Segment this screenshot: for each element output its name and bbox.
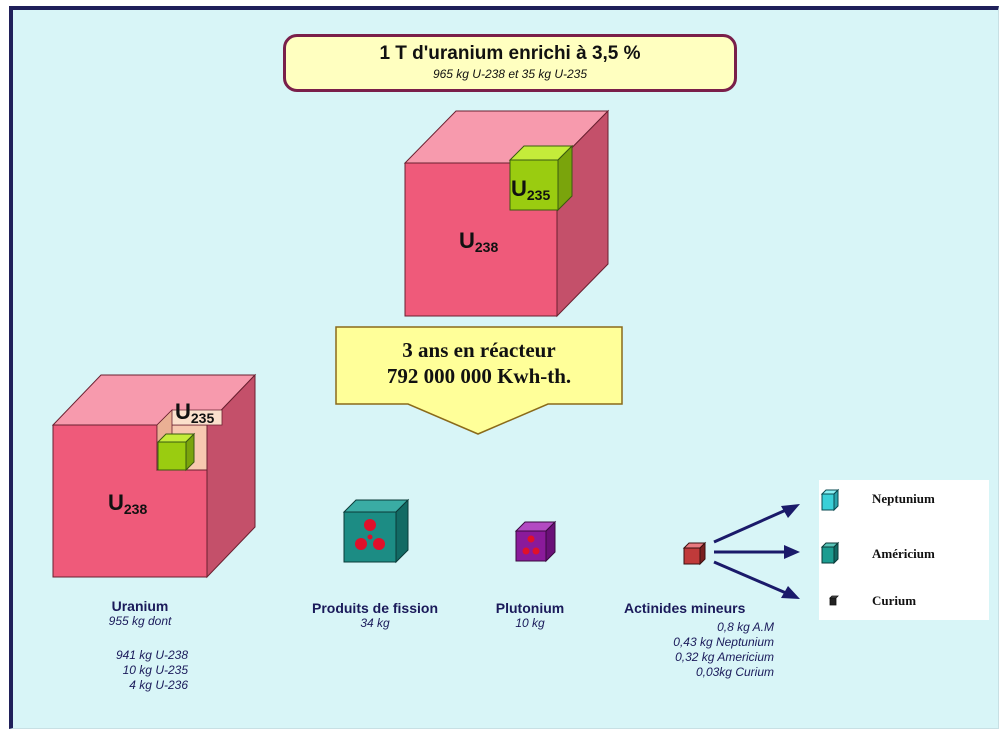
actinides-cube [682, 541, 707, 566]
plutonium-radiation-icon [522, 535, 540, 555]
actinides-arrows [713, 504, 800, 599]
reactor-caption: 3 ans en réacteur 792 000 000 Kwh-th. [334, 337, 624, 389]
title-subtitle: 965 kg U-238 et 35 kg U-235 [432, 67, 588, 81]
actinides-details: 0,8 kg A.M 0,43 kg Neptunium 0,32 kg Ame… [610, 620, 774, 680]
uranium-u238: 941 kg U-238 [115, 648, 188, 662]
title-box: 1 T d'uranium enrichi à 3,5 % 965 kg U-2… [283, 34, 737, 92]
uranium-title: Uranium [111, 598, 169, 614]
after-u235-label: U235 [175, 399, 215, 426]
uranium-caption: Uranium 955 kg dont [60, 598, 220, 633]
title-text: 1 T d'uranium enrichi à 3,5 % [379, 43, 641, 64]
fission-title: Produits de fission [311, 600, 438, 616]
after-u238-label: U238 [108, 490, 148, 517]
uranium-u236: 4 kg U-236 [129, 678, 188, 692]
reactor-duration: 3 ans en réacteur [402, 338, 556, 362]
top-u235-cube [508, 144, 574, 212]
after-u238-cube [51, 373, 257, 579]
fission-caption: Produits de fission 34 kg [285, 600, 465, 631]
actinides-curium: 0,03kg Curium [695, 665, 774, 679]
legend-americium: Américium [872, 546, 935, 561]
top-u238-cube [403, 109, 610, 318]
actinides-total: 0,8 kg A.M [717, 620, 774, 634]
plutonium-caption: Plutonium 10 kg [470, 600, 590, 631]
reactor-arrow [335, 326, 623, 435]
reactor-energy: 792 000 000 Kwh-th. [386, 364, 572, 388]
actinides-americium: 0,32 kg Americium [675, 650, 774, 664]
fission-products-cube [342, 498, 410, 564]
plutonium-title: Plutonium [495, 600, 565, 616]
plutonium-mass: 10 kg [515, 616, 545, 630]
legend-neptunium: Neptunium [872, 491, 935, 506]
after-u235-cube [156, 432, 196, 472]
legend-curium: Curium [872, 593, 917, 608]
fission-radiation-icon [355, 519, 385, 550]
top-u238-label: U238 [459, 228, 499, 255]
uranium-total: 955 kg dont [108, 614, 172, 628]
actinides-title: Actinides mineurs [624, 600, 746, 616]
americium-cube [820, 541, 840, 565]
neptunium-cube [820, 488, 840, 512]
top-u235-label: U235 [511, 176, 551, 203]
legend-box [819, 480, 989, 620]
fission-mass: 34 kg [360, 616, 390, 630]
uranium-u235: 10 kg U-235 [122, 663, 188, 677]
curium-cube [829, 595, 839, 606]
actinides-neptunium: 0,43 kg Neptunium [673, 635, 774, 649]
actinides-caption: Actinides mineurs [624, 600, 784, 616]
uranium-details: 941 kg U-238 10 kg U-235 4 kg U-236 [60, 648, 188, 693]
plutonium-cube [514, 520, 557, 563]
